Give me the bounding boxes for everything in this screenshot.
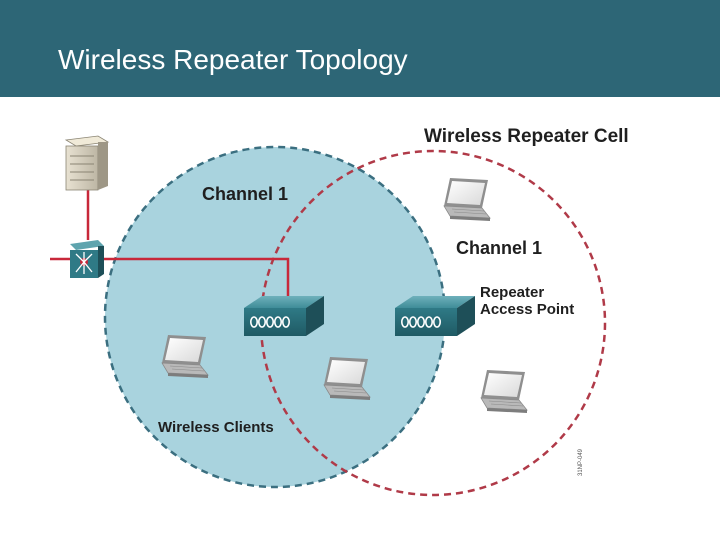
server-icon — [64, 135, 110, 191]
wireless-clients-label: Wireless Clients — [158, 419, 274, 436]
laptop-icon — [323, 356, 371, 401]
laptop-icon — [161, 334, 209, 379]
access-point-icon — [243, 295, 325, 337]
title-bar: Wireless Repeater Topology — [0, 0, 720, 97]
page-title: Wireless Repeater Topology — [58, 44, 408, 75]
ap-link — [100, 257, 290, 298]
laptop-icon — [480, 369, 528, 414]
channel-label-repeater: Channel 1 — [456, 238, 542, 258]
repeater-cell-label: Wireless Repeater Cell — [424, 126, 629, 147]
switch-icon — [70, 240, 104, 278]
repeater-ap-label-line2: Access Point — [480, 301, 574, 318]
channel-label-root: Channel 1 — [202, 184, 288, 204]
figure-id: 31NP-049 — [578, 448, 584, 476]
laptop-icon — [443, 177, 491, 222]
repeater-access-point-icon — [394, 295, 476, 337]
repeater-ap-label-line1: Repeater — [480, 284, 544, 301]
